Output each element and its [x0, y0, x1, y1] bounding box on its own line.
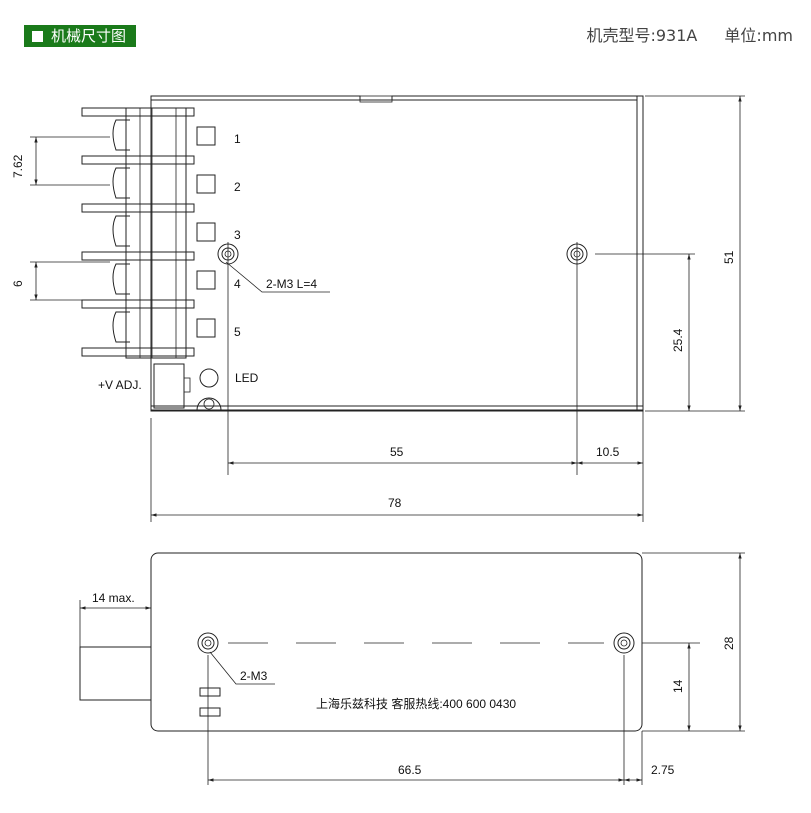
- pin-label-1: 1: [234, 132, 241, 146]
- terminal-barrier: [81, 155, 195, 165]
- top-tab: [359, 95, 393, 103]
- pin-label-5: 5: [234, 325, 241, 339]
- dim-width: 78: [388, 496, 402, 510]
- model-label: 机壳型号:931A: [586, 26, 698, 45]
- pin-label-3: 3: [234, 228, 241, 242]
- terminal-screw-2: [112, 167, 130, 199]
- terminal-barrier: [81, 107, 195, 117]
- terminal-screw-5: [112, 311, 130, 343]
- terminal-barrier: [81, 347, 195, 357]
- screw-leader: [225, 261, 330, 293]
- terminal-housing: [125, 107, 187, 359]
- model-info: 机壳型号:931A 单位:mm: [564, 22, 793, 46]
- dim-side-height: 28: [722, 636, 736, 650]
- mount-hole-right-icon: [613, 632, 635, 654]
- adjust-label: +V ADJ.: [98, 378, 142, 392]
- dim-protrusion: 14 max.: [92, 591, 135, 605]
- base-cutout: [196, 397, 222, 411]
- dim-edge: 10.5: [596, 445, 620, 459]
- dim-side-hole-span: 66.5: [398, 763, 422, 777]
- pin-pad-3: [196, 222, 216, 242]
- led-icon: [199, 368, 219, 388]
- dim-pitch: 7.62: [11, 154, 25, 178]
- terminal-screw-4: [112, 263, 130, 295]
- case-top-edge: [150, 95, 638, 410]
- company-text: 上海乐兹科技 客服热线:400 600 0430: [316, 696, 516, 711]
- dim-gap: 6: [11, 280, 25, 287]
- voltage-adjust-pot: [153, 363, 185, 409]
- terminal-block: [81, 107, 195, 359]
- pin-label-2: 2: [234, 180, 241, 194]
- terminal-protrusion: [79, 646, 152, 701]
- dim-side-hole-height: 14: [671, 679, 685, 693]
- screw-leader: [209, 651, 275, 685]
- case-side: [150, 552, 643, 732]
- screw-label-bottom: 2-M3: [240, 669, 268, 683]
- pin-pad-1: [196, 126, 216, 146]
- dim-height: 51: [722, 250, 736, 264]
- terminal-barrier: [81, 251, 195, 261]
- pin-pad-4: [196, 270, 216, 290]
- square-bullet-icon: [32, 30, 43, 42]
- dim-hole-span: 55: [390, 445, 404, 459]
- dim-side-edge: 2.75: [651, 763, 675, 777]
- case-base-flange: [150, 405, 644, 412]
- terminal-screw-3: [112, 215, 130, 247]
- screw-label: 2-M3 L=4: [266, 277, 317, 291]
- pin-label-4: 4: [234, 277, 241, 291]
- vent-slot: [199, 687, 221, 697]
- vent-slot: [199, 707, 221, 717]
- dim-hole-height: 25.4: [671, 328, 685, 352]
- case-side-flange: [636, 95, 644, 411]
- pin-pad-5: [196, 318, 216, 338]
- led-label: LED: [235, 371, 259, 385]
- mount-hole-left-icon: [197, 632, 219, 654]
- section-title-text: 机械尺寸图: [51, 27, 127, 45]
- terminal-barrier: [81, 203, 195, 213]
- terminal-screw-1: [112, 119, 130, 151]
- top-view: 1 2 3 4 5 +V ADJ. LED 2-M3 L=4: [11, 95, 745, 522]
- bottom-view: 14 max. 2-M3 上海乐兹科技 客服热线:400 600 0430 28…: [79, 552, 745, 785]
- unit-label: 单位:mm: [724, 26, 793, 45]
- pin-pad-2: [196, 174, 216, 194]
- terminal-barrier: [81, 299, 195, 309]
- section-title: 机械尺寸图: [24, 25, 137, 47]
- case-body: [150, 99, 638, 411]
